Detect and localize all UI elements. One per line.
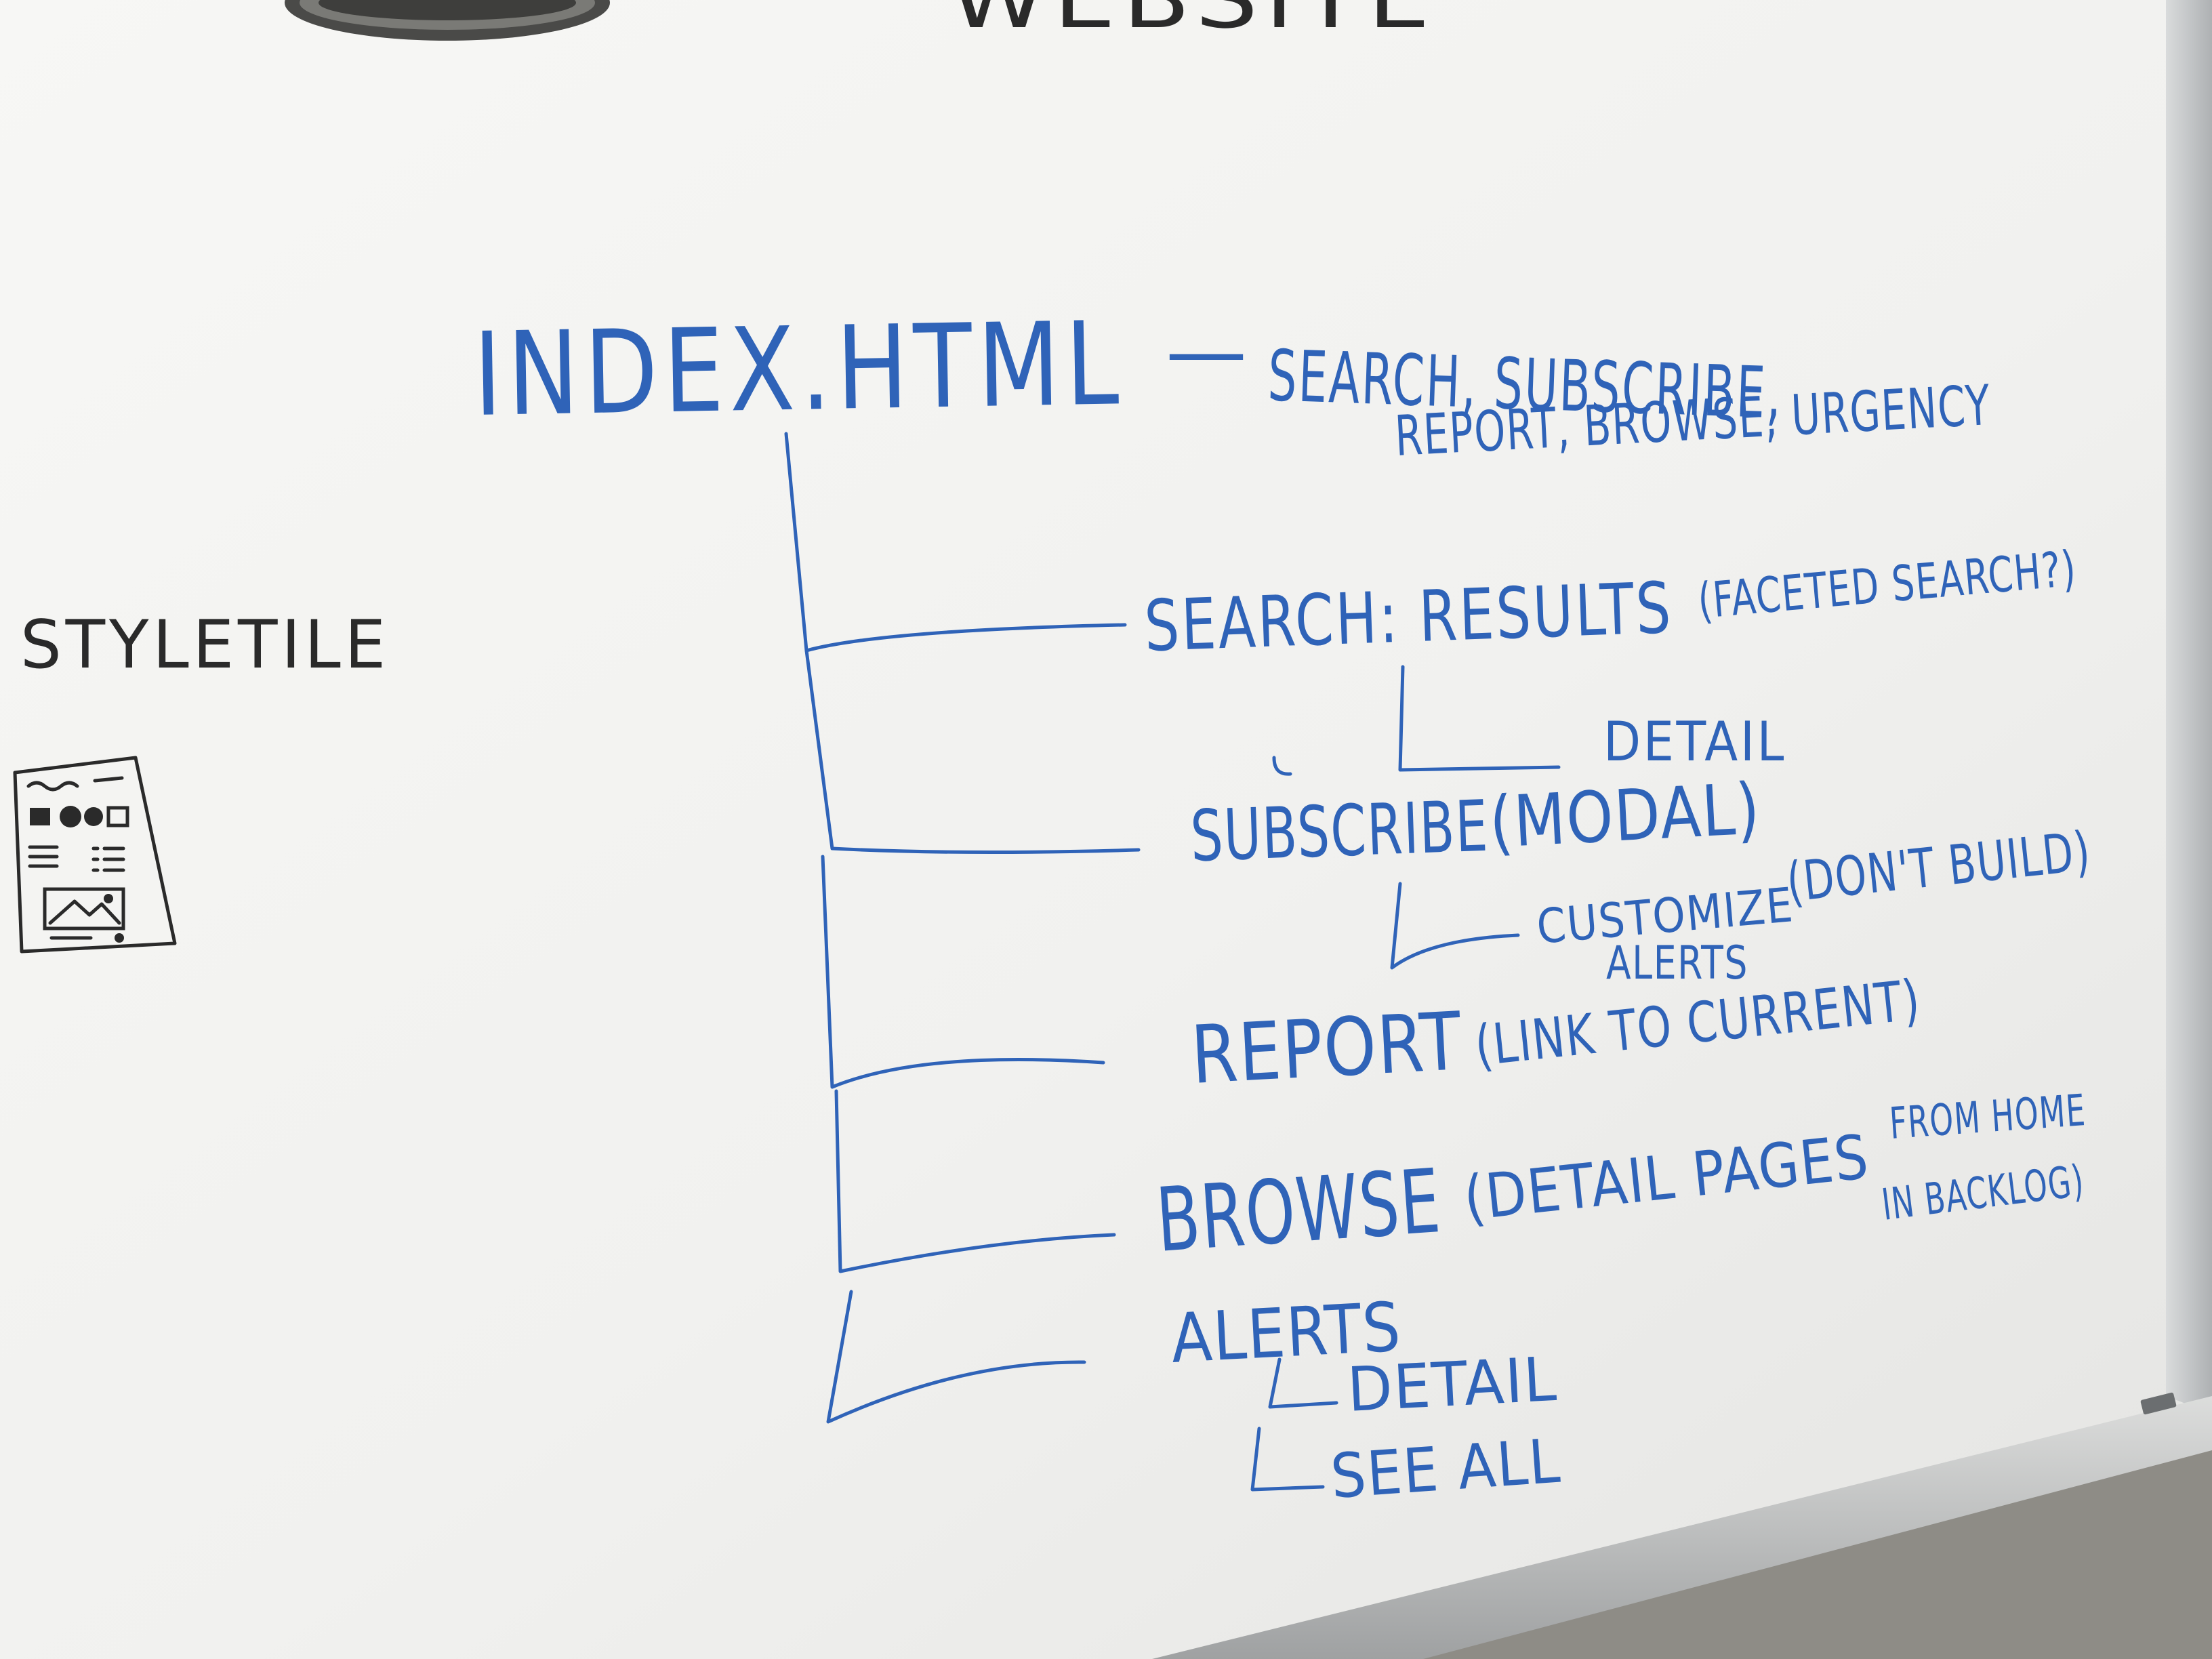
stray-check-mark [1272, 756, 1292, 776]
connector-alerts-detail [1268, 1357, 1338, 1409]
styletile-sketch-icon [13, 756, 177, 954]
branch-report-label: REPORT [1189, 994, 1465, 1102]
tray-label-plate [2140, 1392, 2177, 1415]
connector-search [784, 432, 1127, 653]
header-fragment: WEBSITE [949, 0, 1437, 47]
connector-alerts [826, 1290, 1086, 1424]
alerts-child-detail: DETAIL [1346, 1344, 1559, 1426]
connector-alerts-seeall [1250, 1427, 1325, 1492]
branch-search-label: SEARCH: RESULTS [1143, 567, 1675, 668]
connector-browse [834, 1089, 1116, 1273]
board-frame-right [2166, 0, 2212, 1413]
branch-alerts-label: ALERTS [1169, 1287, 1404, 1378]
connector-search-detail [1398, 665, 1561, 772]
styletile-label: STYLETILE [20, 607, 390, 684]
root-features-line1: SEARCH, SUBSCRIBE, [1267, 334, 1784, 434]
root-dash: — [1166, 305, 1247, 399]
root-node-label: INDEX.HTML [472, 297, 1125, 443]
connector-report [821, 855, 1105, 1089]
subscribe-child-customize-line2: ALERTS [1606, 937, 1748, 990]
search-child-detail: DETAIL [1603, 710, 1786, 773]
marker-tray [1152, 1396, 2212, 1659]
tree-connectors [784, 432, 1561, 1492]
branch-subscribe-note: (MODAL) [1488, 767, 1763, 864]
alerts-child-seeall: SEE ALL [1328, 1425, 1563, 1512]
branch-browse-label: BROWSE [1153, 1149, 1445, 1272]
branch-subscribe-label: SUBSCRIBE [1189, 785, 1490, 878]
connector-subscribe-customize [1390, 882, 1520, 970]
connector-subscribe [804, 649, 1141, 855]
eraser-object [285, 0, 610, 41]
